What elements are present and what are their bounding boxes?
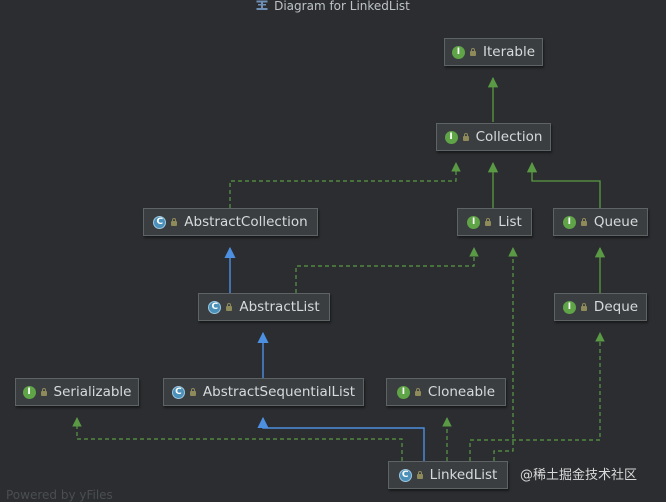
node-label: Iterable [482,44,536,60]
node-label: List [498,214,522,230]
class-icon: C [171,385,185,399]
edge-abstractcollection-collection [229,162,461,208]
node-label: AbstractCollection [184,214,308,230]
class-icon: C [398,468,412,482]
edge-linkedlist-deque [469,332,605,461]
class-icon: C [208,300,222,314]
node-deque[interactable]: I Deque [554,293,647,321]
node-label: AbstractSequentialList [202,384,356,400]
node-abstract-sequential-list[interactable]: C AbstractSequentialList [163,378,364,406]
interface-icon: I [562,215,576,229]
node-queue[interactable]: I Queue [553,208,648,236]
lock-icon [40,388,48,396]
interface-icon: I [451,45,465,59]
node-iterable[interactable]: I Iterable [444,38,543,66]
window-title-bar: Diagram for LinkedList [0,0,666,14]
node-serializable[interactable]: I Serializable [15,378,139,406]
interface-icon: I [396,385,410,399]
lock-icon [469,48,477,56]
node-label: Deque [593,299,639,315]
class-icon: C [153,215,167,229]
edge-queue-collection [526,161,601,208]
node-label: Serializable [53,384,132,400]
node-abstract-list[interactable]: C AbstractList [198,293,330,321]
node-label: Cloneable [427,384,496,400]
lock-icon [462,133,470,141]
lock-icon [189,388,197,396]
interface-icon: I [467,215,481,229]
interface-icon: I [22,385,36,399]
watermark-text: @稀土掘金技术社区 [520,468,638,483]
node-linked-list[interactable]: C LinkedList [388,461,508,489]
node-label: LinkedList [429,467,498,483]
interface-icon: I [444,130,458,144]
edge-abstractlist-list [295,247,479,293]
node-list[interactable]: I List [457,208,532,236]
lock-icon [225,303,233,311]
lock-icon [580,218,588,226]
lock-icon [416,471,424,479]
node-label: Queue [593,214,639,230]
node-cloneable[interactable]: I Cloneable [386,378,506,406]
watermark: @稀土掘金技术社区 [520,464,637,483]
edge-linkedlist-serializable [72,417,403,461]
lock-icon [580,303,588,311]
lock-icon [414,388,422,396]
node-collection[interactable]: I Collection [436,123,551,151]
lock-icon [170,218,178,226]
interface-icon: I [562,300,576,314]
node-label: Collection [475,129,543,145]
window-title: Diagram for LinkedList [274,0,410,13]
lock-icon [484,218,492,226]
powered-by-footer: Powered by yFiles [6,488,113,502]
diagram-icon [256,0,268,10]
edge-linkedlist-list [493,247,518,461]
edge-linkedlist-abstractsequentiallist [257,416,425,461]
node-abstract-collection[interactable]: C AbstractCollection [143,208,318,236]
node-label: AbstractList [239,299,320,315]
